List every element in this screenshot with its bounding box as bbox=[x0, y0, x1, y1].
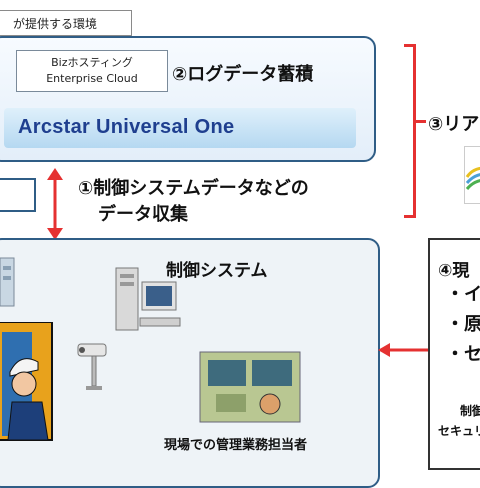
chart-thumbnail-icon bbox=[465, 166, 480, 191]
network-bar bbox=[4, 108, 356, 148]
collection-note-line2: データ収集 bbox=[98, 204, 188, 225]
realtime-title: ③リア bbox=[428, 114, 480, 135]
mid-left-box bbox=[0, 178, 36, 212]
right-text-1: 制御 bbox=[460, 404, 480, 418]
dashboard-thumbnail bbox=[464, 146, 480, 204]
site-staff-caption: 現場での管理業務担当者 bbox=[164, 438, 308, 453]
equipment-icon bbox=[0, 257, 15, 307]
right-bullet-2: ・原 bbox=[446, 314, 480, 335]
server-computer-icon bbox=[115, 267, 181, 331]
log-storage-title: ②ログデータ蓄積 bbox=[172, 64, 314, 85]
security-camera-icon bbox=[77, 343, 107, 390]
right-bullet-1: ・イ bbox=[446, 284, 480, 305]
provided-environment-label: が提供する環境 bbox=[0, 10, 132, 36]
biz-hosting-box: Bizホスティング Enterprise Cloud bbox=[16, 50, 168, 92]
right-text-2: セキュリ bbox=[438, 424, 480, 438]
worker-icon bbox=[0, 322, 53, 441]
control-room-operator-icon bbox=[199, 351, 301, 423]
right-panel-title: ④現 bbox=[438, 261, 470, 281]
right-bracket bbox=[404, 44, 416, 218]
feedback-arrow bbox=[378, 343, 428, 357]
right-info-panel bbox=[428, 238, 480, 470]
collection-note-line1: ①制御システムデータなどの bbox=[78, 178, 309, 199]
cloud-box-line2: Enterprise Cloud bbox=[46, 72, 138, 85]
data-collection-note: ①制御システムデータなどの データ収集 bbox=[78, 176, 309, 228]
network-name: Arcstar Universal One bbox=[18, 116, 235, 138]
bracket-tick bbox=[416, 120, 426, 123]
right-bullet-3: ・セ bbox=[446, 344, 480, 365]
control-system-title: 制御システム bbox=[166, 261, 268, 281]
control-system-panel bbox=[0, 238, 380, 488]
cloud-box-line1: Bizホスティング bbox=[51, 56, 133, 69]
data-collection-arrow bbox=[47, 168, 63, 240]
